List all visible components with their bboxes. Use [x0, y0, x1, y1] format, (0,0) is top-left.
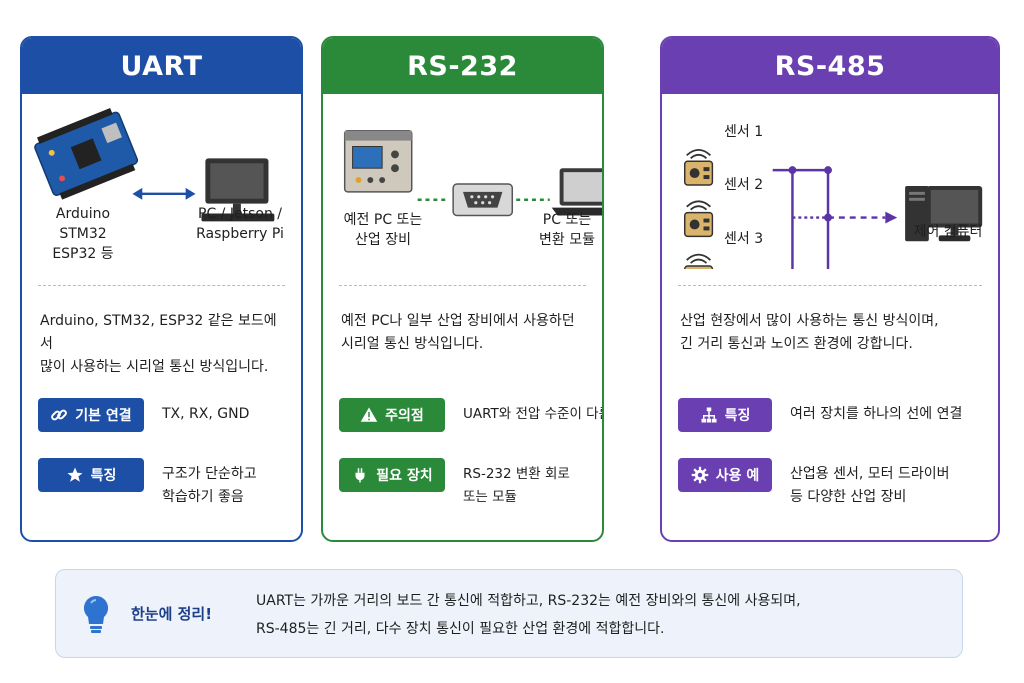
- uart-illustration: [34, 107, 275, 222]
- rs485-title: RS-485: [662, 38, 998, 94]
- rs232-illustration: [343, 129, 602, 217]
- feature-pill: 사용 예: [678, 458, 772, 492]
- lightbulb-icon: [83, 595, 109, 633]
- sensor-icon: [683, 200, 714, 238]
- laptop-icon: [551, 168, 602, 216]
- sensor-2-label: 센서 2: [724, 177, 764, 193]
- rs485-illustration: [683, 148, 983, 269]
- feature-pill: 기본 연결: [38, 398, 144, 432]
- feature-pill: 주의점: [339, 398, 445, 432]
- rs485-feature-characteristic: 특징 여러 장치를 하나의 선에 연결: [678, 398, 962, 432]
- db9-connector-icon: [452, 183, 514, 217]
- gear-icon: [691, 466, 708, 484]
- feature-pill: 필요 장치: [339, 458, 445, 492]
- plug-icon: [355, 468, 365, 483]
- uart-feature-characteristic: 특징 구조가 단순하고 학습하기 좋음: [38, 458, 257, 509]
- rs232-card: RS-232 예전 PC 또는 산업 장비: [321, 36, 604, 542]
- rs232-description: 예전 PC나 일부 산업 장비에서 사용하던 시리얼 통신 방식입니다.: [341, 313, 575, 352]
- uart-feature-connection: 기본 연결 TX, RX, GND: [38, 398, 249, 432]
- feature-pill: 특징: [38, 458, 144, 492]
- arduino-board-icon: [34, 107, 139, 200]
- network-icon: [701, 407, 717, 423]
- bidirectional-arrow-icon: [132, 187, 196, 200]
- summary-text: UART는 가까운 거리의 보드 간 통신에 적합하고, RS-232는 예전 …: [256, 593, 801, 637]
- link-icon: [51, 409, 68, 421]
- rs232-left-label: 예전 PC 또는 산업 장비: [343, 212, 423, 248]
- rs232-title: RS-232: [323, 38, 602, 94]
- summary-box: 한눈에 정리! UART는 가까운 거리의 보드 간 통신에 적합하고, RS-…: [55, 569, 963, 658]
- uart-left-label: Arduino STM32 ESP32 등: [52, 206, 114, 262]
- controller-label: 제어 컴퓨터: [913, 224, 983, 240]
- divider: [38, 285, 285, 286]
- feature-pill: 특징: [678, 398, 772, 432]
- divider: [339, 285, 586, 286]
- star-icon: [67, 467, 83, 482]
- rs485-description: 산업 현장에서 많이 사용하는 통신 방식이며, 긴 거리 통신과 노이즈 환경…: [680, 313, 939, 352]
- rs232-right-label: PC 또는 변환 모듈: [539, 212, 595, 248]
- sensor-3-label: 센서 3: [724, 231, 764, 247]
- bus-lines: [772, 168, 886, 269]
- divider: [678, 285, 982, 286]
- rs232-feature-caution: 주의점 UART와 전압 수준이 다름: [339, 398, 602, 432]
- arrow-head: [885, 211, 898, 224]
- industrial-device-icon: [343, 129, 413, 193]
- rs485-feature-examples: 사용 예 산업용 센서, 모터 드라이버 등 다양한 산업 장비: [678, 458, 949, 509]
- rs485-card: RS-485: [660, 36, 1000, 542]
- uart-right-label: PC / Jetson / Raspberry Pi: [196, 206, 284, 242]
- uart-title: UART: [22, 38, 301, 94]
- controller-computer-icon: [905, 185, 983, 242]
- pc-monitor-icon: [201, 158, 275, 222]
- uart-card: UART Arduino STM32 ESP32 등: [20, 36, 303, 542]
- sensor-icon: [683, 148, 714, 186]
- summary-title: 한눈에 정리!: [131, 605, 213, 623]
- uart-description: Arduino, STM32, ESP32 같은 보드에서 많이 사용하는 시리…: [40, 313, 277, 375]
- sensor-icon: [683, 253, 714, 269]
- rs232-feature-required-device: 필요 장치 RS-232 변환 회로 또는 모듈: [339, 458, 570, 509]
- warning-icon: [360, 407, 378, 422]
- sensor-1-label: 센서 1: [724, 124, 764, 140]
